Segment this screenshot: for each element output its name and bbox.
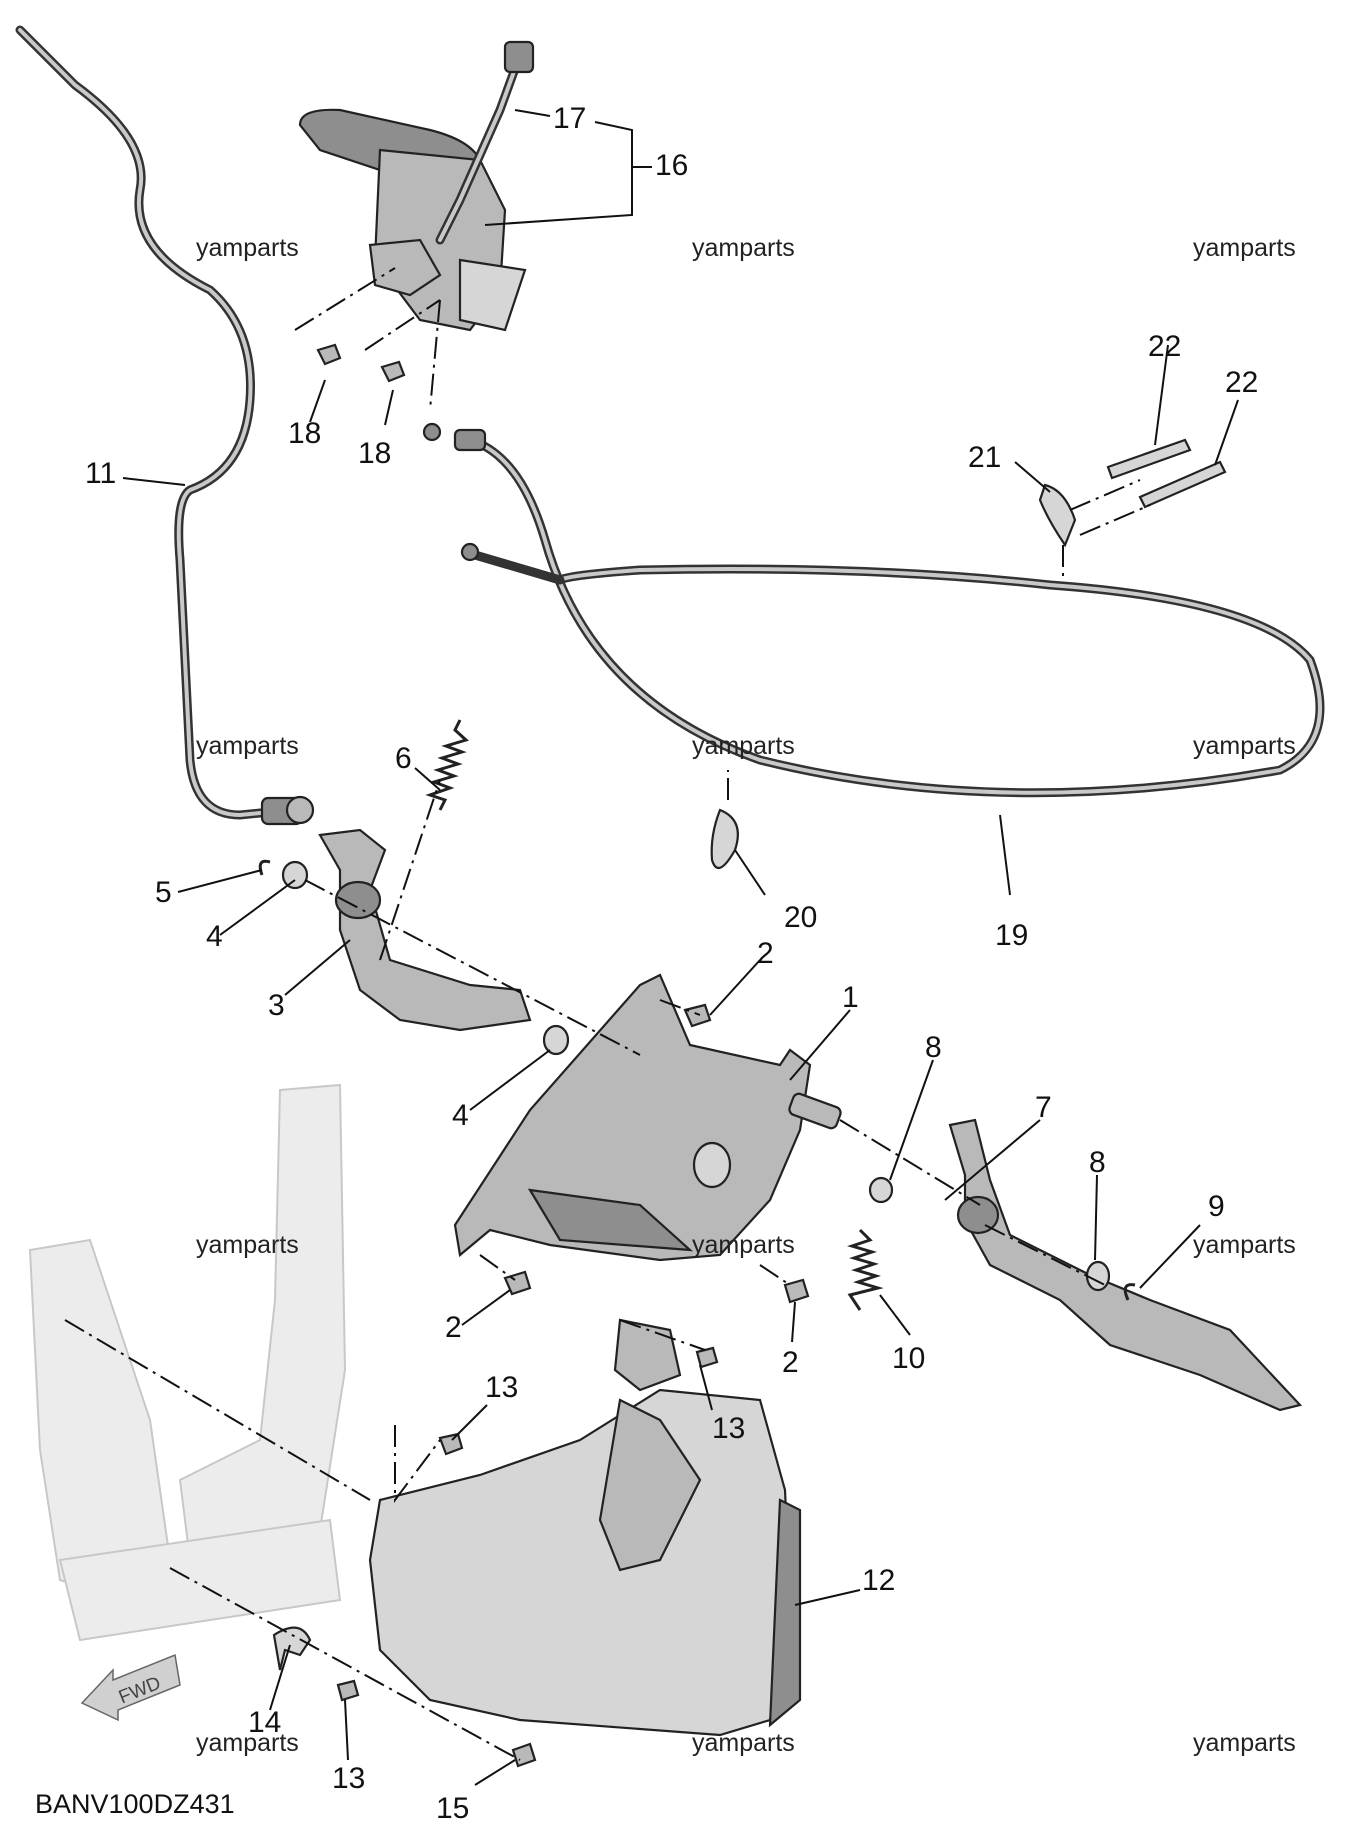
watermark-text: yamparts — [692, 732, 795, 760]
callout-16: 16 — [655, 149, 688, 182]
brake-pedal-arm-3 — [318, 828, 532, 1032]
watermark-text: yamparts — [196, 1729, 299, 1757]
callout-2: 2 — [445, 1311, 462, 1344]
callout-1: 1 — [842, 981, 859, 1014]
washer-8-right — [1085, 1260, 1111, 1292]
circlip-9 — [1123, 1283, 1136, 1301]
washer-4-lower — [542, 1024, 570, 1056]
callout-19: 19 — [995, 919, 1028, 952]
bracket-1 — [453, 973, 842, 1262]
callout-20: 20 — [784, 901, 817, 934]
washer-4-upper — [281, 860, 309, 890]
callout-3: 3 — [268, 989, 285, 1022]
bolt-18-right — [380, 360, 406, 383]
parking-brake-lever-16 — [298, 108, 527, 332]
forward-arrow-icon: FWD — [80, 1653, 181, 1722]
clamp-21 — [1038, 483, 1077, 548]
callout-4: 4 — [452, 1099, 469, 1132]
watermark-layer: yamparts yamparts yamparts yamparts yamp… — [196, 234, 1296, 1757]
bolt-13-bracket — [695, 1346, 719, 1369]
pad-22-lower — [1138, 460, 1227, 509]
pad-22-upper — [1106, 438, 1192, 480]
callout-9: 9 — [1208, 1190, 1225, 1223]
cover-12 — [368, 1318, 802, 1737]
clip-14 — [272, 1626, 312, 1671]
leader-lines — [64, 109, 1239, 1786]
watermark-text: yamparts — [692, 1231, 795, 1259]
watermark-text: yamparts — [1193, 1729, 1296, 1757]
callout-6: 6 — [395, 742, 412, 775]
callout-22: 22 — [1148, 330, 1181, 363]
callout-11: 11 — [85, 457, 116, 490]
bolt-15 — [511, 1742, 537, 1768]
washer-8-left — [868, 1176, 894, 1204]
cable-tie-20 — [710, 808, 739, 870]
watermark-text: yamparts — [196, 732, 299, 760]
cable-19 — [422, 422, 1325, 798]
callout-18: 18 — [358, 437, 391, 470]
frame-ghost-outline — [28, 1083, 347, 1642]
callout-2: 2 — [782, 1346, 799, 1379]
bolt-2-top — [683, 1003, 712, 1028]
callout-17: 17 — [553, 102, 586, 135]
callout-21: 21 — [968, 441, 1001, 474]
bolt-18-left — [316, 343, 342, 366]
callout-13: 13 — [712, 1412, 745, 1445]
bolt-2-right — [783, 1278, 810, 1304]
callout-15: 15 — [436, 1792, 469, 1825]
callout-4: 4 — [206, 920, 223, 953]
watermark-text: yamparts — [1193, 1231, 1296, 1259]
callout-layer: 17 16 18 18 11 22 22 21 6 20 19 5 4 3 2 … — [85, 102, 1258, 1825]
callout-7: 7 — [1035, 1091, 1052, 1124]
bolt-13-cover — [438, 1432, 464, 1456]
watermark-text: yamparts — [1193, 234, 1296, 262]
lever-cable-17 — [435, 40, 535, 245]
watermark-text: yamparts — [196, 234, 299, 262]
circlip-5 — [258, 859, 271, 876]
callout-22: 22 — [1225, 366, 1258, 399]
watermark-text: yamparts — [1193, 732, 1296, 760]
callout-13: 13 — [332, 1762, 365, 1795]
callout-8: 8 — [1089, 1146, 1106, 1179]
callout-2: 2 — [757, 937, 774, 970]
callout-12: 12 — [862, 1564, 895, 1597]
drawing-code: BANV100DZ431 — [35, 1789, 235, 1819]
cable-11 — [15, 25, 315, 826]
callout-8: 8 — [925, 1031, 942, 1064]
watermark-text: yamparts — [196, 1231, 299, 1259]
bolt-13-bottom — [336, 1679, 360, 1702]
callout-14: 14 — [248, 1706, 281, 1739]
callout-18: 18 — [288, 417, 321, 450]
spring-6 — [425, 719, 469, 811]
watermark-text: yamparts — [692, 1729, 795, 1757]
spring-10 — [847, 1228, 884, 1311]
callout-5: 5 — [155, 876, 172, 909]
foot-pedal-7 — [948, 1118, 1303, 1412]
callout-13: 13 — [485, 1371, 518, 1404]
callout-10: 10 — [892, 1342, 925, 1375]
watermark-text: yamparts — [692, 234, 795, 262]
